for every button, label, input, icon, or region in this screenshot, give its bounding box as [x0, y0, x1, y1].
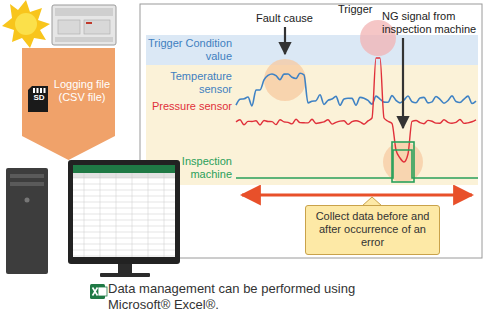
pc-tower [6, 168, 48, 274]
note-text: Collect data before and after occurrence… [312, 210, 433, 250]
excel-icon [90, 284, 107, 299]
plc-device [52, 5, 116, 45]
pc-tower [10, 182, 44, 186]
grid-line [84, 173, 85, 257]
callout-arrows [284, 27, 286, 54]
grid-line [73, 196, 175, 197]
signal-name: Temperature sensor [140, 70, 232, 96]
excel-icon [93, 288, 98, 296]
signal-curves [236, 58, 478, 178]
sun-icon [15, 13, 37, 35]
pc-tower [10, 174, 44, 178]
grid-line [73, 178, 175, 179]
grid-line [73, 232, 175, 233]
pc-monitor [100, 273, 150, 277]
sd-contact [37, 88, 39, 93]
grid-line [73, 190, 175, 191]
grid-line [73, 202, 175, 203]
sd-contact [40, 88, 42, 93]
grid-line [73, 184, 175, 185]
pc-monitor [68, 160, 180, 277]
signal-name: Inspection machine [140, 155, 232, 181]
sd-card-icon [28, 86, 48, 112]
chart-panel [140, 4, 482, 258]
sun-icon [2, 0, 50, 48]
sd-text: SD [32, 93, 46, 103]
pc-monitor [73, 173, 175, 257]
highlight-circles [264, 59, 306, 101]
sd-contact [44, 88, 46, 93]
chart-panel [140, 4, 482, 258]
pc-tower [6, 168, 48, 274]
signal-name: Pressure sensor [140, 100, 232, 113]
grid-line [164, 173, 165, 257]
plc-device [52, 5, 116, 45]
grid-line [73, 214, 175, 215]
callout-arrows [402, 38, 404, 128]
sd-contact [33, 88, 35, 93]
excel-icon [93, 288, 98, 296]
callout-text: Fault cause [256, 12, 336, 25]
caption-text: Data management can be performed using M… [108, 281, 358, 312]
grid-line [73, 220, 175, 221]
pc-monitor [73, 173, 175, 178]
grid-line [100, 173, 101, 257]
excel-icon [98, 287, 107, 296]
collect-data-box: Collect data before and after occurrence… [305, 205, 440, 255]
ng-box [392, 142, 414, 182]
plc-device [55, 37, 113, 42]
range-arrow [242, 194, 472, 197]
grid-line [73, 238, 175, 239]
pc-tower [25, 198, 30, 203]
signal-name: Trigger Condition value [140, 37, 232, 63]
pc-monitor [68, 160, 180, 264]
grid-line [132, 173, 133, 257]
plc-device [86, 22, 92, 24]
callout-text: Trigger [338, 3, 382, 16]
grid-line [73, 244, 175, 245]
pc-monitor [73, 165, 175, 257]
plc-device [58, 20, 80, 34]
grid-line [73, 256, 175, 257]
callout-arrows [285, 27, 403, 128]
logging-file-arrow: Logging file (CSV file) SD [22, 48, 115, 160]
grid-line [73, 250, 175, 251]
grid-line [73, 208, 175, 209]
grid-line [73, 226, 175, 227]
file-label: Logging file (CSV file) [51, 78, 113, 104]
plc-device [55, 8, 113, 16]
pressure-curve [236, 58, 476, 162]
plc-device [84, 20, 110, 34]
inspection-curve [236, 150, 478, 178]
grid-line [116, 173, 117, 257]
callout-text: NG signal from inspection machine [382, 10, 486, 36]
temperature-curve [236, 73, 476, 106]
orange-down-arrow [22, 48, 115, 160]
pc-monitor [73, 165, 175, 173]
grid-line [148, 173, 149, 257]
orange-down-arrow [22, 48, 115, 160]
sun-icon [2, 0, 50, 48]
ng-box [392, 142, 414, 182]
sd-card-icon [28, 86, 48, 112]
